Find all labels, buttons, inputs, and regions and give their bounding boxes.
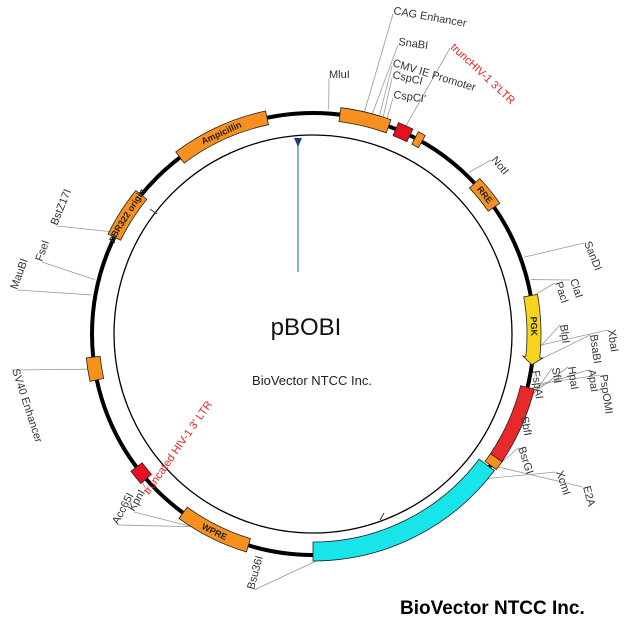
connector-noti [469, 159, 492, 173]
site-label-sandi: SanDI [581, 240, 604, 273]
site-label-apai: ApaI [585, 369, 600, 393]
feature-small-orange-e2a [484, 453, 503, 471]
connector-snabi [370, 44, 399, 117]
feature-pgk [521, 293, 544, 366]
site-label-pspomi: PspOMI [597, 374, 614, 415]
connector-bstz17i [56, 225, 113, 233]
site-label-mlui: MluI [329, 69, 350, 81]
plasmid-name: pBOBI [271, 314, 342, 341]
connector-blpi [537, 324, 561, 350]
site-label-bstz17i: BstZ17I [49, 187, 74, 227]
site-label-cspci2: CspCI' [393, 89, 427, 105]
site-label-sv40-enh: SV40 Enhancer [9, 367, 44, 444]
connector-fsei [41, 261, 95, 280]
site-label-bsaai: BsaBI [587, 334, 603, 365]
connector-e2a [494, 465, 584, 488]
center-company-label: BioVector NTCC Inc. [252, 373, 372, 388]
connector-cag [363, 13, 394, 115]
site-label-snabi: SnaBI [398, 36, 429, 52]
origin-pointer-head [294, 138, 302, 147]
site-label-bsrgi: BsrGI [515, 445, 535, 475]
backbone-inner-ring [113, 134, 513, 534]
site-label-xcmi: XcmI [553, 469, 572, 497]
site-label-blpi: BlpI [557, 324, 572, 344]
feature-orange-small [411, 131, 426, 149]
connector-bsaai [536, 334, 591, 362]
feature-ltr5 [392, 122, 414, 143]
feature-sv40 [85, 355, 105, 382]
feature-label-pgk: PGK [529, 316, 540, 336]
feature-ori [107, 189, 148, 241]
connector-pspomi [532, 374, 601, 386]
site-label-hpai: HpaI [565, 366, 580, 391]
connector-lines [11, 13, 609, 591]
connector-sv40-enh [11, 368, 91, 371]
site-label-trunc3: truncated HIV-1 3' LTR [142, 399, 215, 497]
feature-cyan [312, 458, 495, 562]
site-label-noti: NotI [489, 154, 511, 177]
connector-paci [534, 282, 556, 296]
site-label-clai: ClaI [567, 277, 584, 299]
ring-ticks [149, 208, 385, 521]
connector-apai [531, 369, 589, 389]
site-label-fsei: FseI [34, 239, 53, 263]
connector-cspci1 [382, 77, 393, 121]
connector-cmv-ie [378, 65, 393, 119]
connector-xcmi [485, 471, 557, 480]
site-label-e2a: E2A [580, 485, 597, 509]
site-label-sfii: SfiI [549, 367, 563, 384]
site-label-sbfi: SbfI [518, 415, 533, 436]
feature-rre [468, 177, 501, 212]
feature-wpre [178, 506, 251, 553]
site-label-maubi: MauBI [9, 257, 31, 291]
site-label-paci: PacI [552, 280, 570, 305]
site-label-fspai: FspAI [529, 370, 545, 400]
connector-sandi [524, 242, 585, 258]
site-label-trunc5: truncHIV-1 3'LTR [448, 41, 517, 107]
site-label-bsu36i: Bsu36I [245, 555, 265, 591]
feature-ltr3 [130, 462, 153, 485]
corner-brand: BioVector NTCC Inc. [400, 598, 585, 619]
connector-cspci2 [385, 97, 394, 122]
connector-bsu36i [253, 558, 322, 591]
feature-ampicillin [175, 110, 269, 164]
feature-cmv [338, 107, 392, 134]
site-label-xbai: XbaI [605, 329, 620, 353]
site-label-cag: CAG Enhancer [392, 5, 467, 30]
connector-xbai [537, 329, 609, 347]
connector-maubi [16, 289, 92, 296]
connector-trunc5 [404, 47, 451, 129]
connector-acc65i [117, 524, 198, 528]
